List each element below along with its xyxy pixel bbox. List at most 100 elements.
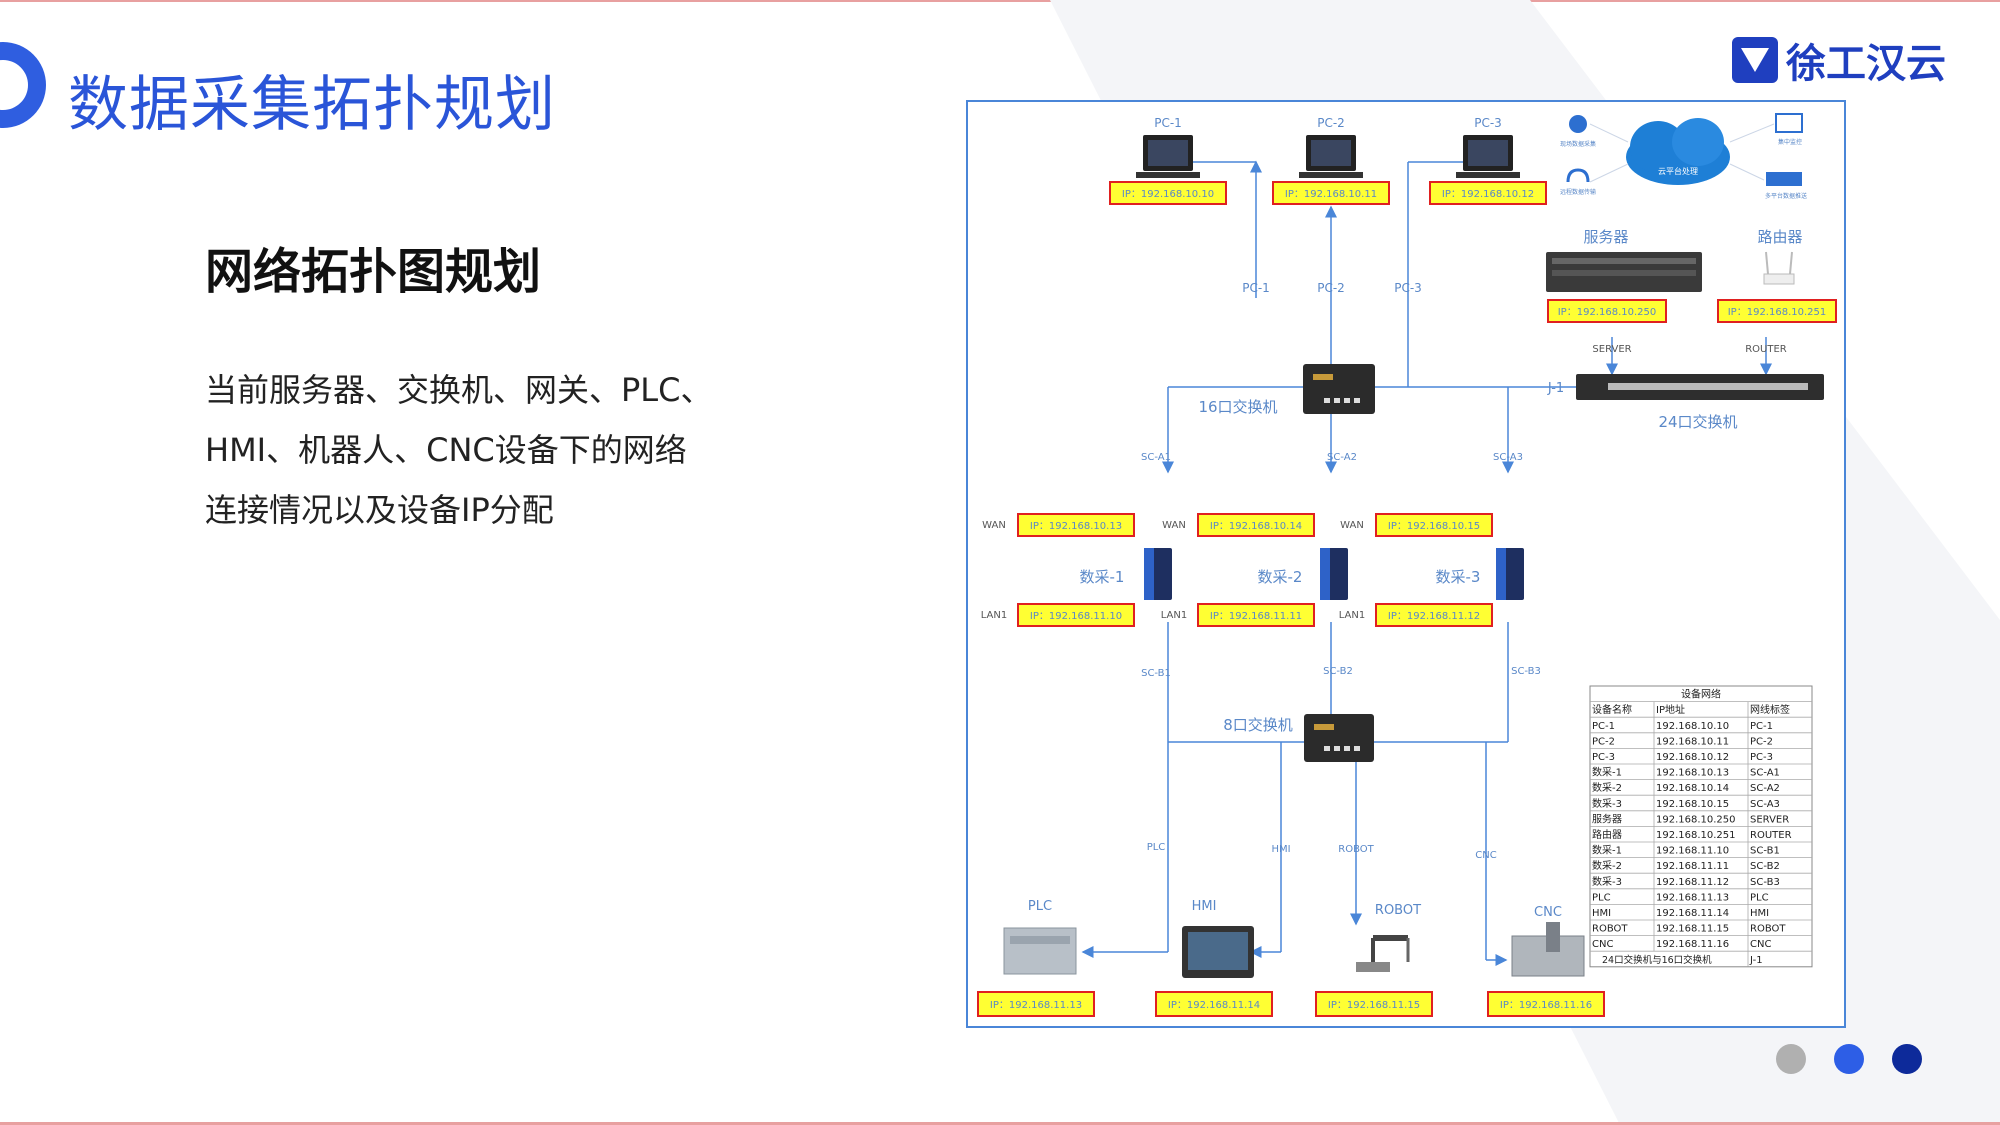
table-cell: PLC [1750,892,1769,903]
wan-ip: IP：192.168.10.15 [1388,521,1480,532]
table-cell: HMI [1750,908,1769,919]
switch-label: 24口交换机 [1658,413,1737,431]
wan-ip: IP：192.168.10.13 [1030,521,1122,532]
gateway-name: 数采-2 [1258,568,1303,586]
cloud-label: 云平台处理 [1658,166,1698,176]
cable-label: ROBOT [1338,844,1374,855]
switch-24: J-1 24口交换机 [1547,374,1824,431]
cable-label: SC-B2 [1323,666,1353,677]
table-cell: SC-A2 [1750,783,1780,794]
cable-label: PLC [1147,842,1166,853]
table-cell: PC-1 [1750,721,1773,732]
table-footer-cell: J-1 [1749,955,1763,966]
table-cell: SERVER [1750,814,1789,825]
table-cell: 数采-2 [1592,859,1622,872]
table-header: 设备名称 [1592,703,1632,716]
table-cell: 数采-1 [1592,844,1622,857]
gateway-name: 数采-1 [1080,568,1125,586]
table-cell: 路由器 [1592,828,1622,841]
page-title: 数据采集拓扑规划 [68,70,556,140]
table-cell: 192.168.11.11 [1656,861,1729,872]
table-cell: 数采-2 [1592,781,1622,794]
table-cell: 192.168.11.12 [1656,877,1729,888]
table-cell: PC-2 [1750,736,1773,747]
lan-ip: IP：192.168.11.12 [1388,611,1480,622]
device-name: CNC [1534,905,1562,920]
cable-label: HMI [1271,844,1290,855]
pc-3: PC-3 IP：192.168.10.12 [1429,116,1547,205]
table-cell: 192.168.10.250 [1656,814,1736,825]
wan-ip: IP：192.168.10.14 [1210,521,1302,532]
table-cell: 数采-3 [1592,875,1622,888]
router-ip: IP：192.168.10.251 [1728,307,1827,318]
svg-text:远程数据传输: 远程数据传输 [1560,188,1596,196]
page-dot[interactable] [1834,1044,1864,1074]
lan-ip: IP：192.168.11.11 [1210,611,1302,622]
gateway-name: 数采-3 [1436,568,1481,586]
table-footer-cell: 24口交换机与16口交换机 [1602,954,1712,966]
wan-label: WAN [1340,520,1364,531]
table-header: IP地址 [1656,703,1685,716]
table-header: 网线标签 [1750,703,1790,716]
table-cell: 服务器 [1592,812,1622,825]
pc-1: PC-1 IP：192.168.10.10 [1109,116,1227,205]
switch-label: 16口交换机 [1198,398,1277,416]
router-name: 路由器 [1757,228,1802,246]
table-cell: 192.168.11.16 [1656,939,1729,950]
network-topology-diagram: PC-1 IP：192.168.10.10 PC-2 IP：192.168.10… [966,100,1846,1028]
description-line: HMI、机器人、CNC设备下的网络 [205,431,687,469]
table-cell: PC-1 [1592,721,1615,732]
table-cell: PC-3 [1592,752,1615,763]
table-cell: SC-B1 [1750,846,1780,857]
switch-16: 16口交换机 [1198,364,1375,416]
svg-text:集中监控: 集中监控 [1778,138,1802,146]
lan-label: LAN1 [1339,610,1365,621]
device-ip: IP：192.168.11.13 [990,1000,1082,1011]
table-cell: 数采-3 [1592,797,1622,810]
cable-label: SC-B3 [1511,666,1541,677]
wan-label: WAN [1162,520,1186,531]
table-cell: 192.168.10.13 [1656,768,1729,779]
description-line: 当前服务器、交换机、网关、PLC、 [205,371,713,409]
device-ip: IP：192.168.11.14 [1168,1000,1260,1011]
pc-2: PC-2 IP：192.168.10.11 [1272,116,1390,205]
table-cell: CNC [1592,939,1613,950]
pc-name: PC-2 [1317,116,1345,130]
pc-ip: IP：192.168.10.11 [1285,189,1377,200]
cable-label: SC-A3 [1493,452,1523,463]
table-title: 设备网络 [1681,688,1721,701]
page-dot[interactable] [1776,1044,1806,1074]
cable-label: PC-2 [1317,281,1345,295]
device-cnc: CNC IP：192.168.11.16 [1487,905,1605,1017]
switch-8: 8口交换机 [1223,714,1374,762]
server: 服务器 IP：192.168.10.250 SERVER [1546,228,1702,355]
page-dot[interactable] [1892,1044,1922,1074]
table-cell: 数采-1 [1592,766,1622,779]
switch-label: 8口交换机 [1223,716,1293,734]
cable-label: CNC [1475,850,1496,861]
table-cell: 192.168.10.251 [1656,830,1736,841]
link-label: J-1 [1547,381,1564,396]
table-cell: PC-3 [1750,752,1773,763]
section-subtitle: 网络拓扑图规划 [205,244,542,300]
cable-label: SC-A2 [1327,452,1357,463]
router: 路由器 IP：192.168.10.251 ROUTER [1717,228,1837,355]
bottom-border-line [0,1122,2000,1125]
cable-label: SC-B1 [1141,668,1171,679]
brand-logo: 徐工汉云 [1732,34,1946,87]
cable-label: SERVER [1592,344,1631,355]
table-cell: PLC [1592,892,1611,903]
table-cell: 192.168.11.15 [1656,924,1729,935]
description-line: 连接情况以及设备IP分配 [205,491,554,529]
table-cell: 192.168.10.10 [1656,721,1729,732]
description: 当前服务器、交换机、网关、PLC、 HMI、机器人、CNC设备下的网络 连接情况… [205,360,765,540]
table-cell: 192.168.11.14 [1656,908,1729,919]
cloud-section: 现场数据采集 远程数据传输 云平台处理 集中监控 多平台数据推送 [1560,113,1807,200]
lan-ip: IP：192.168.11.10 [1030,611,1122,622]
lan-label: LAN1 [1161,610,1187,621]
table-cell: ROBOT [1750,924,1786,935]
table-cell: ROBOT [1592,924,1628,935]
table-cell: 192.168.10.12 [1656,752,1729,763]
table-cell: 192.168.10.15 [1656,799,1729,810]
